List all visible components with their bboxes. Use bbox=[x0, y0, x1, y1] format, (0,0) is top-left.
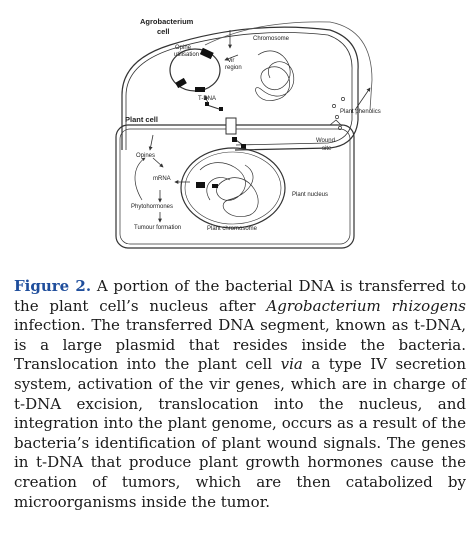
label-vir: vir bbox=[228, 58, 234, 64]
bacterial-chromosome bbox=[255, 50, 295, 101]
label-plant-cell: Plant cell bbox=[125, 115, 158, 124]
secretion-channel bbox=[225, 117, 246, 149]
label-cell: cell bbox=[157, 27, 170, 36]
label-phytohormones: Phytohormones bbox=[131, 204, 173, 210]
label-mrna: mRNA bbox=[153, 176, 171, 182]
label-region: region bbox=[225, 65, 242, 71]
label-plant-nucleus: Plant nucleus bbox=[292, 192, 328, 198]
figure-caption: Figure 2. A portion of the bacterial DNA… bbox=[14, 277, 466, 512]
label-opine: Opine bbox=[175, 45, 192, 51]
label-chromosome: Chromosome bbox=[253, 36, 290, 42]
plant-nucleus bbox=[180, 147, 286, 229]
label-wound: Wound bbox=[316, 138, 335, 144]
figure-label: Figure 2. bbox=[14, 277, 92, 295]
label-agrobacterium: Agrobacterium bbox=[140, 17, 194, 26]
agrobacterium-cell bbox=[121, 21, 373, 151]
label-t-dna: T-DNA bbox=[198, 96, 216, 102]
plant-phenolics-dots bbox=[332, 97, 345, 130]
label-tumour-formation: Tumour formation bbox=[134, 225, 181, 231]
label-utilisation: utilisation bbox=[174, 52, 199, 58]
caption-text-3: a type IV secretion system, activation o… bbox=[14, 355, 466, 511]
ti-plasmid bbox=[169, 47, 221, 92]
agrobacterium-infection-diagram: Agrobacterium cell Opine utilisation Chr… bbox=[115, 17, 381, 249]
label-site: site bbox=[322, 146, 332, 152]
caption-text-2: infection. The transferred DNA segment, … bbox=[14, 316, 466, 374]
label-plant-chromosome: Plant chromosome bbox=[207, 226, 258, 232]
label-plant-phenolics: Plant phenolics bbox=[340, 109, 381, 115]
label-opines: Opines bbox=[136, 153, 155, 159]
t-dna-fragments bbox=[205, 102, 223, 111]
caption-text-1: A portion of the bacterial DNA is transf… bbox=[14, 277, 466, 315]
caption-italic-species: Agrobacterium rhizogens bbox=[266, 296, 466, 315]
caption-italic-via: via bbox=[280, 355, 303, 374]
